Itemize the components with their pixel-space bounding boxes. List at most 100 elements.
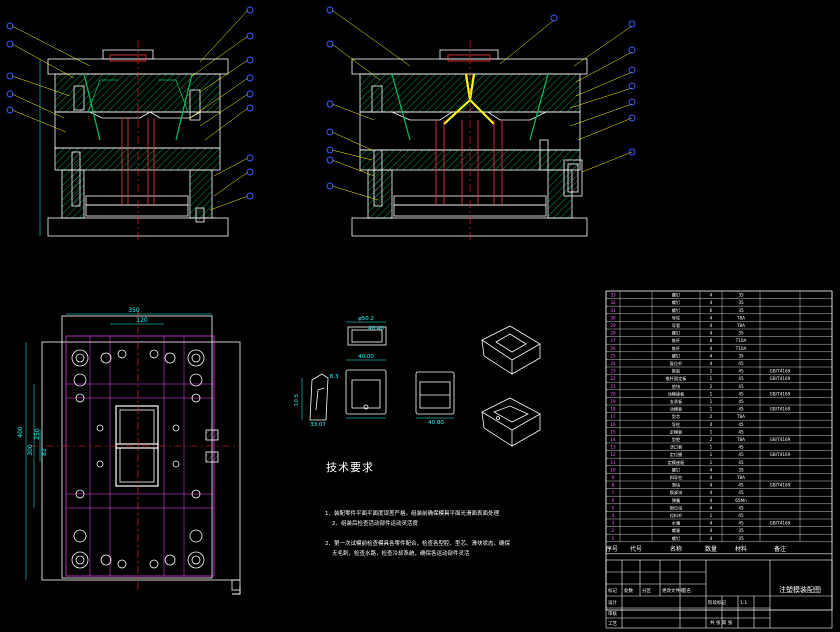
bom-cell: 2 — [710, 414, 713, 419]
bom-cell: 27 — [610, 338, 616, 343]
bom-cell: 螺钉 — [672, 292, 681, 299]
bom-cell: 4 — [710, 521, 713, 526]
bom-header-cell: 名称 — [670, 545, 682, 553]
bom-cell: 1 — [710, 452, 713, 457]
bom-cell: 17 — [610, 414, 616, 419]
bom-cell: 推杆固定板 — [666, 375, 688, 382]
bom-cell: 13 — [610, 445, 616, 450]
bom-cell: 45 — [738, 407, 744, 412]
dim-height: 400 — [17, 426, 24, 438]
title-block-text: 设计 审核 工艺 阶段标记 1:1 共 张 第 张 标记 处数 分区 更改文件号… — [608, 585, 821, 627]
bom-header-cell: 材料 — [735, 545, 747, 553]
part-dim-7: 40.80 — [428, 420, 444, 426]
bom-cell: 32 — [610, 300, 616, 305]
bom-cell: 楔紧块 — [670, 489, 683, 496]
bom-cell: 螺钉 — [672, 330, 681, 337]
bom-cell: 推杆 — [672, 345, 681, 352]
bom-cell: 45 — [738, 513, 744, 518]
bom-cell: 4 — [710, 361, 713, 366]
title-block — [605, 559, 833, 629]
bom-cell: 45 — [738, 445, 744, 450]
bom-cell: GB/T4169 — [770, 437, 791, 442]
bom-cell: 35 — [738, 308, 744, 313]
bom-cell: 45 — [738, 429, 744, 434]
bom-cell: 复位杆 — [670, 360, 683, 367]
bom-cell: 1 — [710, 399, 713, 404]
bom-cell: T8A — [736, 414, 745, 419]
bom-cell: 12 — [610, 452, 616, 457]
tech-line-2: 2、组装后检查活动部件运动灵活度 — [332, 521, 419, 527]
part-dim-6: 33.07 — [310, 422, 326, 428]
bom-cell: 螺塞 — [672, 527, 681, 534]
bom-cell: 定模座板 — [668, 459, 686, 466]
bom-cell: 14 — [610, 437, 616, 442]
bom-cell: 水嘴 — [672, 520, 681, 527]
drawing-title: 注塑模装配图 — [779, 585, 821, 594]
part-views — [309, 325, 541, 447]
bom-cell: 11 — [610, 460, 616, 465]
bom-cell: 4 — [710, 536, 713, 541]
bom-cell: 22 — [610, 376, 616, 381]
tech-requirements-title: 技术要求 — [326, 461, 374, 474]
corner-mark — [232, 586, 241, 595]
part-dim-1: φ50.2 — [358, 316, 374, 322]
bom-header-cell: 备注 — [774, 545, 786, 553]
part-dim-lines — [301, 321, 454, 420]
bom-cell: 45 — [738, 452, 744, 457]
bom-cell: 35 — [738, 300, 744, 305]
bom-cell: 45 — [738, 521, 744, 526]
bom-cell: 浇口套 — [670, 444, 683, 451]
balloons-right — [326, 6, 636, 201]
bom-cell: 拉料杆 — [670, 512, 683, 519]
part-dim-3: 40.00 — [358, 354, 374, 360]
bom-cell: 5 — [612, 505, 615, 510]
bom-cell: 2 — [710, 384, 713, 389]
bom-cell: 45 — [738, 483, 744, 488]
bom-cell: 26 — [610, 346, 616, 351]
bom-cell: 导套 — [672, 322, 681, 329]
tech-line-4: 无毛刺，检查水路，检查冷却系统，确保各运动部件灵活 — [332, 551, 470, 557]
bom-cell: 45 — [738, 505, 744, 510]
part-dim-2: 40.40 — [368, 326, 384, 332]
bom-cell: 2 — [612, 528, 615, 533]
bom-cell: 16 — [610, 422, 616, 427]
bom-cell: 滑块 — [672, 482, 681, 489]
bom-cell: 33 — [610, 293, 616, 298]
title-label-mark: 标记 — [608, 587, 617, 594]
dim-width: 350 — [128, 307, 140, 314]
bom-cell: 15 — [610, 429, 616, 434]
bom-cell: 35 — [738, 536, 744, 541]
bom-cell: 45 — [738, 490, 744, 495]
bom-cell: 1 — [710, 407, 713, 412]
bom-cell: 导柱 — [672, 314, 681, 321]
bom-cell: 螺钉 — [672, 299, 681, 306]
bom-cell: 3 — [612, 521, 615, 526]
bom-header-cell: 序号 — [606, 545, 618, 553]
bom-cell: 21 — [610, 384, 616, 389]
bom-cell: 35 — [738, 293, 744, 298]
bom-cell: 推板 — [672, 368, 681, 375]
bom-cell: 18 — [610, 407, 616, 412]
bom-cell: 4 — [710, 300, 713, 305]
bom-cell: GB/T4169 — [770, 369, 791, 374]
bom-cell: 45 — [738, 460, 744, 465]
bom-cell: 8 — [612, 483, 615, 488]
bom-cell: 1 — [710, 445, 713, 450]
bom-cell: 45 — [738, 376, 744, 381]
bom-cell: 4 — [710, 483, 713, 488]
bom-cell: 螺钉 — [672, 535, 681, 542]
bom-cell: 1 — [612, 536, 615, 541]
bom-cell: 4 — [710, 475, 713, 480]
bom-cell: 弹簧 — [672, 497, 680, 504]
bom-header-cell: 代号 — [630, 545, 642, 553]
bom-cell: T8A — [736, 323, 745, 328]
bom-cell: 30 — [610, 315, 616, 320]
bom-cell: 1 — [710, 513, 713, 518]
bom-cell: 10 — [610, 467, 616, 472]
dim-cavity-height: 250 — [34, 428, 41, 440]
bom-cell: 4 — [710, 498, 713, 503]
bom-cell: 型腔 — [672, 436, 680, 443]
bom-cell: T8A — [736, 475, 745, 480]
plan-view — [25, 310, 241, 591]
